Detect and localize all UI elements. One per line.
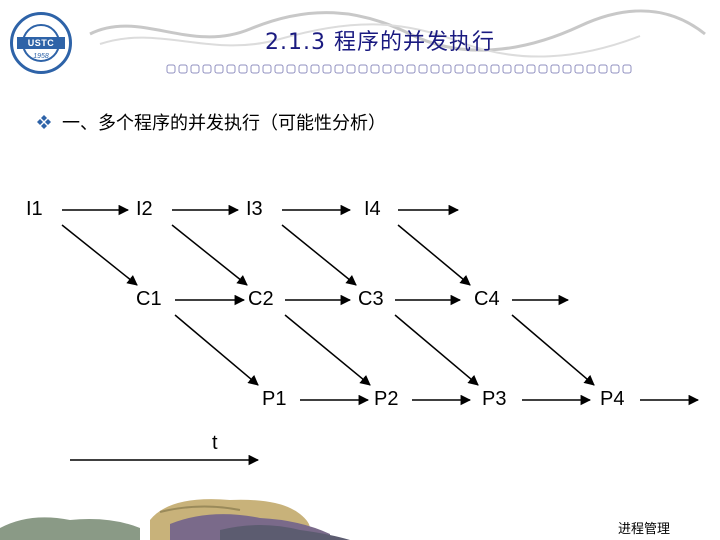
decoration-link xyxy=(382,64,392,74)
arrow-c3-p3 xyxy=(394,314,479,386)
arrow-c4-p4 xyxy=(511,314,595,386)
arrow-i4-c4 xyxy=(397,224,471,286)
print-label-4: P4 xyxy=(600,388,625,410)
section-heading: 一、多个程序的并发执行（可能性分析） xyxy=(62,113,386,134)
decoration-link xyxy=(562,64,572,74)
print-label-3: P3 xyxy=(482,388,507,410)
decoration-link xyxy=(370,64,380,74)
arrow-i3-c3 xyxy=(281,224,357,286)
logo-text: USTC xyxy=(17,37,65,49)
compute-label-1: C1 xyxy=(136,288,162,310)
decoration-link xyxy=(274,64,284,74)
decoration-link xyxy=(502,64,512,74)
decoration-link xyxy=(166,64,176,74)
input-label-4: I4 xyxy=(364,198,381,220)
decoration-link xyxy=(334,64,344,74)
decoration-link xyxy=(514,64,524,74)
decoration-link xyxy=(418,64,428,74)
header-decoration xyxy=(89,9,706,58)
decoration-link xyxy=(298,64,308,74)
decoration-link xyxy=(454,64,464,74)
decoration-link xyxy=(250,64,260,74)
logo-year: 1958 xyxy=(33,53,49,60)
decoration-link xyxy=(430,64,440,74)
decoration-link xyxy=(442,64,452,74)
rocks-decoration xyxy=(0,499,350,540)
print-label-1: P1 xyxy=(262,388,287,410)
slide-title: 2.1.3 程序的并发执行 xyxy=(265,30,495,55)
footer-section-name: 进程管理 xyxy=(618,522,671,537)
decoration-link xyxy=(550,64,560,74)
decoration-link xyxy=(214,64,224,74)
decoration-link xyxy=(286,64,296,74)
decoration-link xyxy=(574,64,584,74)
compute-label-2: C2 xyxy=(248,288,274,310)
university-logo: USTC 1958 xyxy=(10,12,72,74)
decoration-link xyxy=(538,64,548,74)
decoration-link xyxy=(586,64,596,74)
input-label-3: I3 xyxy=(246,198,263,220)
print-label-2: P2 xyxy=(374,388,399,410)
decoration-link xyxy=(310,64,320,74)
decoration-link xyxy=(610,64,620,74)
decoration-link xyxy=(262,64,272,74)
compute-label-4: C4 xyxy=(474,288,500,310)
decoration-link xyxy=(466,64,476,74)
decoration-link xyxy=(394,64,404,74)
decoration-link xyxy=(178,64,188,74)
diamond-bullet-icon xyxy=(37,115,51,129)
time-label: t xyxy=(212,432,218,454)
input-label-1: I1 xyxy=(26,198,43,220)
arrow-c1-p1 xyxy=(174,314,259,386)
title-underline-decoration xyxy=(166,64,632,74)
decoration-link xyxy=(526,64,536,74)
decoration-link xyxy=(190,64,200,74)
compute-label-3: C3 xyxy=(358,288,384,310)
decoration-link xyxy=(622,64,632,74)
arrow-c2-p2 xyxy=(284,314,371,386)
decoration-link xyxy=(202,64,212,74)
decoration-link xyxy=(238,64,248,74)
input-label-2: I2 xyxy=(136,198,153,220)
arrow-i2-c2 xyxy=(171,224,248,286)
decoration-link xyxy=(346,64,356,74)
decoration-link xyxy=(406,64,416,74)
decoration-link xyxy=(490,64,500,74)
decoration-link xyxy=(226,64,236,74)
decoration-link xyxy=(598,64,608,74)
decoration-link xyxy=(322,64,332,74)
decoration-link xyxy=(358,64,368,74)
decoration-link xyxy=(478,64,488,74)
arrow-i1-c1 xyxy=(61,224,138,286)
